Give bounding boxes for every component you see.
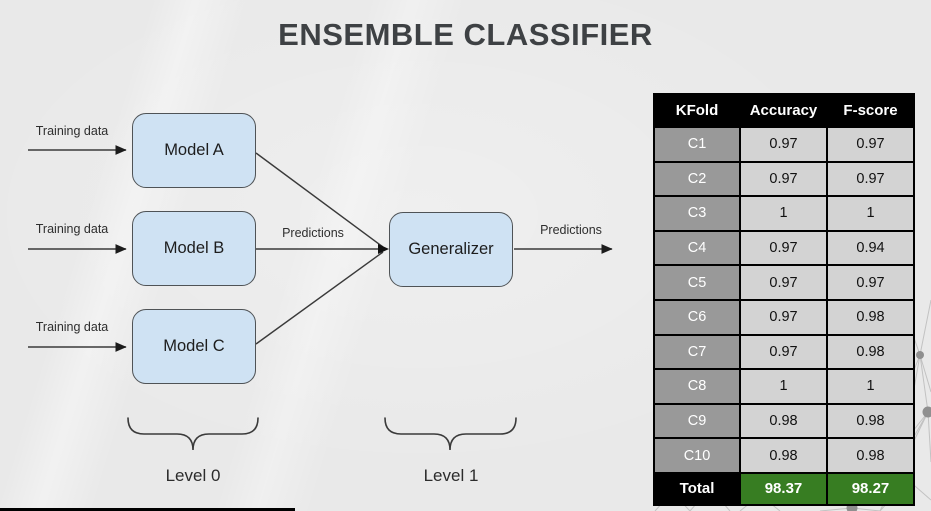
fscore-cell: 0.94 xyxy=(826,229,915,267)
level0-brace xyxy=(127,417,259,451)
node-generalizer-label: Generalizer xyxy=(408,240,494,258)
level0-label: Level 0 xyxy=(165,466,221,485)
table-total-row: Total 98.37 98.27 xyxy=(653,471,915,506)
accuracy-cell: 0.97 xyxy=(739,229,828,267)
table-row: C5 0.97 0.97 xyxy=(653,264,915,301)
fold-cell: C10 xyxy=(653,437,741,474)
header-accuracy: Accuracy xyxy=(739,93,828,128)
fscore-cell: 0.97 xyxy=(826,160,915,198)
accuracy-cell: 0.97 xyxy=(739,160,828,198)
table-row: C4 0.97 0.94 xyxy=(653,229,915,267)
predictions-label-out: Predictions xyxy=(540,223,602,237)
table-row: C7 0.97 0.98 xyxy=(653,333,915,371)
header-fscore: F-score xyxy=(826,93,915,128)
training-data-label-3: Training data xyxy=(35,320,109,334)
fscore-cell: 0.97 xyxy=(826,126,915,163)
accuracy-cell: 1 xyxy=(739,195,828,232)
predictions-label-mid: Predictions xyxy=(282,226,344,240)
fold-cell: C3 xyxy=(653,195,741,232)
table-row: C1 0.97 0.97 xyxy=(653,126,915,163)
table-row: C6 0.97 0.98 xyxy=(653,298,915,336)
convergence-arrowhead xyxy=(378,244,389,254)
accuracy-cell: 1 xyxy=(739,368,828,405)
fscore-cell: 0.97 xyxy=(826,264,915,301)
fold-cell: C8 xyxy=(653,368,741,405)
bottom-edge-bar xyxy=(0,508,295,511)
total-fscore-cell: 98.27 xyxy=(826,471,915,506)
diagram-arrows xyxy=(28,145,613,451)
level1-label: Level 1 xyxy=(423,466,479,485)
accuracy-cell: 0.97 xyxy=(739,298,828,336)
accuracy-cell: 0.98 xyxy=(739,437,828,474)
fscore-cell: 0.98 xyxy=(826,402,915,440)
level1-brace xyxy=(384,417,517,451)
table-header-row: KFold Accuracy F-score xyxy=(653,93,915,128)
node-model-a-label: Model A xyxy=(164,141,224,159)
fold-cell: C5 xyxy=(653,264,741,301)
fscore-cell: 1 xyxy=(826,195,915,232)
fscore-cell: 0.98 xyxy=(826,437,915,474)
node-generalizer: Generalizer xyxy=(389,212,513,287)
table-row: C8 1 1 xyxy=(653,368,915,405)
total-accuracy-cell: 98.37 xyxy=(739,471,828,506)
fold-cell: C6 xyxy=(653,298,741,336)
fold-cell: C7 xyxy=(653,333,741,371)
total-label-cell: Total xyxy=(653,471,741,506)
fold-cell: C2 xyxy=(653,160,741,198)
node-model-c: Model C xyxy=(132,309,256,384)
node-model-a: Model A xyxy=(132,113,256,188)
node-model-b-label: Model B xyxy=(163,239,225,257)
fscore-cell: 1 xyxy=(826,368,915,405)
fscore-cell: 0.98 xyxy=(826,298,915,336)
table-row: C10 0.98 0.98 xyxy=(653,437,915,474)
fscore-cell: 0.98 xyxy=(826,333,915,371)
table-row: C3 1 1 xyxy=(653,195,915,232)
node-model-b: Model B xyxy=(132,211,256,286)
training-data-label-1: Training data xyxy=(35,124,109,138)
fold-cell: C9 xyxy=(653,402,741,440)
node-model-c-label: Model C xyxy=(163,337,225,355)
accuracy-cell: 0.98 xyxy=(739,402,828,440)
accuracy-cell: 0.97 xyxy=(739,264,828,301)
accuracy-cell: 0.97 xyxy=(739,333,828,371)
header-kfold: KFold xyxy=(653,93,741,128)
training-data-label-2: Training data xyxy=(35,222,109,236)
table-row: C2 0.97 0.97 xyxy=(653,160,915,198)
fold-cell: C4 xyxy=(653,229,741,267)
accuracy-cell: 0.97 xyxy=(739,126,828,163)
table-row: C9 0.98 0.98 xyxy=(653,402,915,440)
page-title: ENSEMBLE CLASSIFIER xyxy=(278,17,653,52)
ensemble-diagram: Model A Model B Model C Generalizer Trai… xyxy=(0,80,650,511)
kfold-results-table: KFold Accuracy F-score C1 0.97 0.97 C2 0… xyxy=(653,93,915,506)
fold-cell: C1 xyxy=(653,126,741,163)
